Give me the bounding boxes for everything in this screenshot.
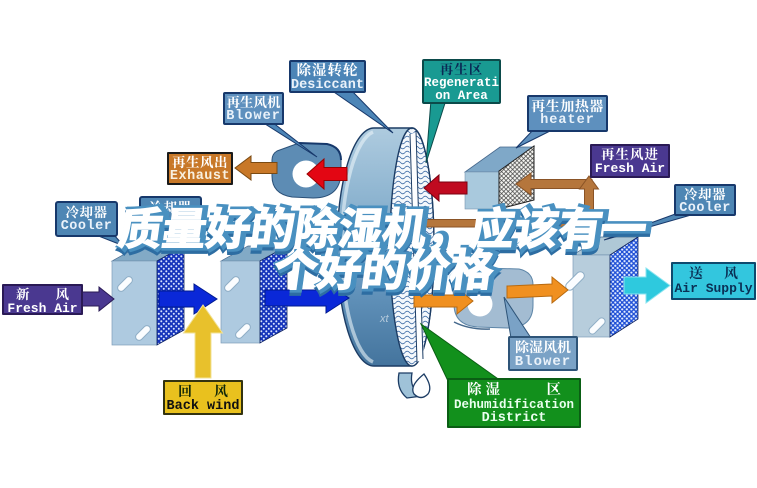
svg-text:xt: xt — [379, 313, 390, 325]
